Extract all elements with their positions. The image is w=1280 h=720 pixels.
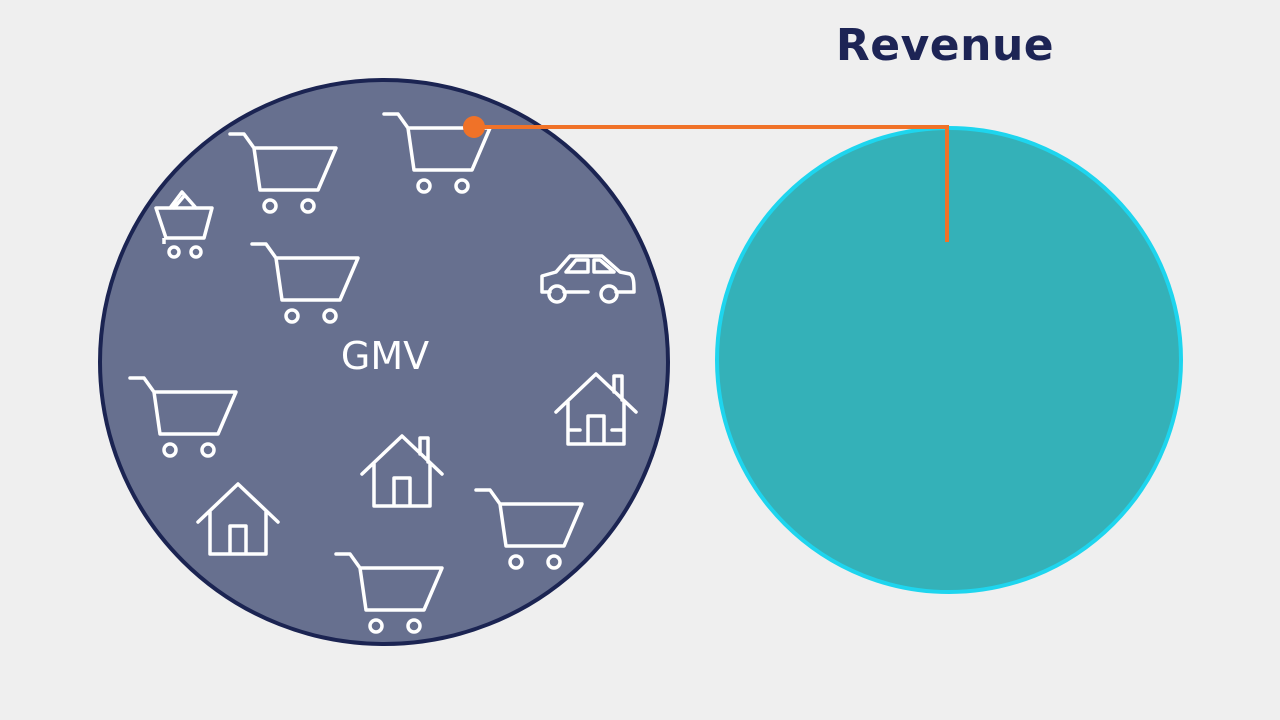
- gmv-label: GMV: [340, 334, 430, 378]
- connector-dot: [463, 116, 485, 138]
- revenue-title: Revenue: [835, 20, 1055, 71]
- connector-line: [463, 116, 949, 242]
